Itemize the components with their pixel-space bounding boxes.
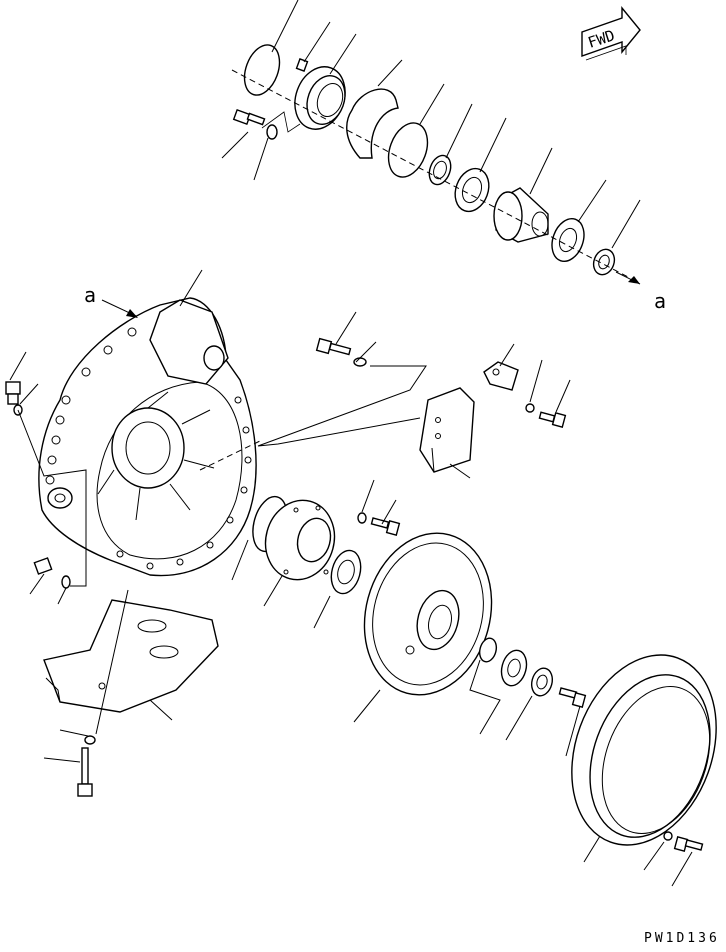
leader-lines-top <box>221 0 641 249</box>
reference-mark-right: a <box>654 289 666 313</box>
pin <box>295 58 309 72</box>
shaft-gear <box>493 187 549 243</box>
collar <box>592 248 616 276</box>
plug-top <box>5 381 21 405</box>
washer-top-left <box>266 124 278 140</box>
bolt-top-left <box>232 109 266 126</box>
bearing-cone <box>454 167 490 213</box>
bolt-hub <box>370 517 401 536</box>
forward-direction-badge: FWD <box>581 6 641 61</box>
o-ring-small-bottom <box>61 575 71 589</box>
spacer-ring <box>478 637 498 663</box>
bolt-bracket <box>538 411 567 428</box>
bracket <box>483 361 519 391</box>
seal-carrier <box>294 66 346 130</box>
transmission-housing <box>38 297 257 577</box>
shim <box>346 88 399 159</box>
ring-gear <box>571 654 717 846</box>
hub <box>264 499 336 581</box>
reference-mark-left: a <box>84 283 96 307</box>
drawing-code: PW1D136 <box>644 931 720 946</box>
housing-bore <box>111 407 185 489</box>
skid-plate <box>43 599 219 713</box>
top-shaft-assembly: a <box>231 44 666 313</box>
washer-ring-gear <box>663 831 673 841</box>
o-ring-large <box>243 44 281 96</box>
leader-lines-bottom <box>43 479 693 887</box>
brake-disc <box>363 532 493 696</box>
washer-skid <box>84 735 96 745</box>
bolt-disc <box>558 687 587 708</box>
washer-mid <box>353 357 367 367</box>
thrust-washer <box>530 667 554 697</box>
guard-plate <box>419 387 475 473</box>
bearing-right <box>551 217 585 263</box>
bolt-ring-gear <box>673 836 704 852</box>
leader-lines-mid <box>199 311 571 479</box>
leader-lines-left <box>9 269 203 605</box>
bearing-small <box>428 154 452 186</box>
bolt-mid <box>315 337 352 356</box>
washer-bracket <box>525 403 535 413</box>
bearing-disc <box>500 649 528 687</box>
washer-hub <box>357 512 367 524</box>
bolt-skid <box>77 747 93 797</box>
bearing-hub <box>330 549 362 595</box>
snap-ring <box>387 122 429 178</box>
plug-bottom <box>33 557 53 575</box>
